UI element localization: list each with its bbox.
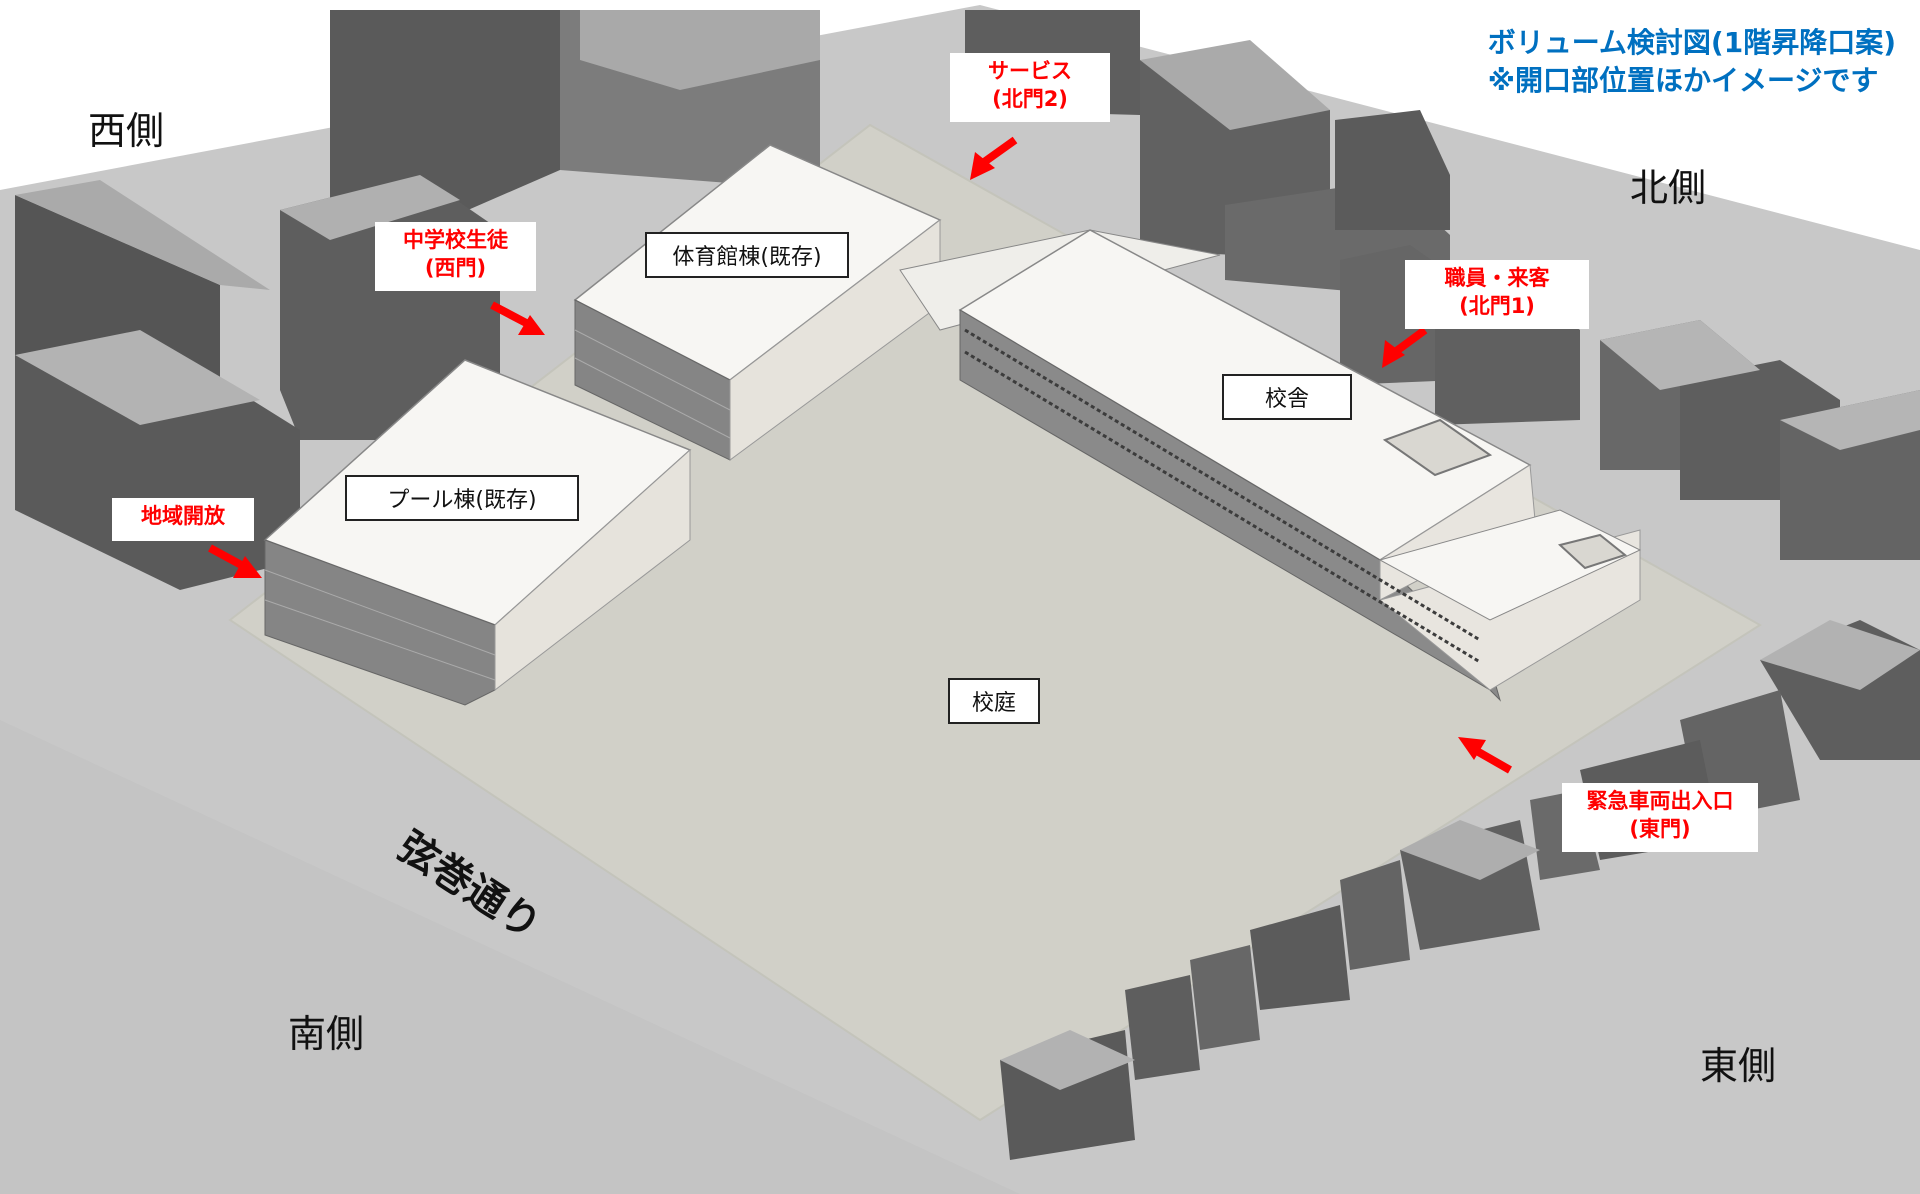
street-road [0,720,1020,1194]
gate-staff-line2: (北門1) [1459,294,1535,318]
gate-community-line1: 地域開放 [141,504,225,528]
arrow-emergency [1458,737,1512,774]
title-line-1: ボリューム検討図(1階昇降口案) [1487,26,1896,59]
diagram-title: ボリューム検討図(1階昇降口案) ※開口部位置ほかイメージです [1488,24,1896,100]
direction-west-label: 西側 [88,109,165,153]
gate-junior-high-label: 中学校生徒 (西門) [375,222,536,291]
pool-label: プール棟(既存) [345,475,579,521]
direction-east-label: 東側 [1700,1044,1777,1088]
gate-junior-high-line2: (西門) [424,256,487,280]
gate-emergency-label: 緊急車両出入口 (東門) [1562,783,1758,852]
arrow-service [970,136,1018,180]
direction-south-label: 南側 [288,1012,365,1056]
title-line-2: ※開口部位置ほかイメージです [1487,64,1879,97]
gym-label: 体育館棟(既存) [645,232,849,278]
gate-staff-line1: 職員・来客 [1444,266,1550,290]
gate-service-label: サービス (北門2) [950,53,1110,122]
entrance-arrows [208,136,1512,774]
school-label: 校舎 [1222,374,1352,420]
gate-community-label: 地域開放 [112,498,254,541]
courtyard-label: 校庭 [948,678,1040,724]
gate-emergency-line2: (東門) [1629,817,1691,841]
arrow-community [208,544,262,578]
gate-staff-label: 職員・来客 (北門1) [1405,260,1589,329]
gate-emergency-line1: 緊急車両出入口 [1586,789,1734,813]
gate-junior-high-line1: 中学校生徒 [403,228,508,252]
arrow-junior-high [490,301,545,335]
gate-service-line1: サービス [988,59,1072,83]
arrow-staff [1382,326,1428,368]
direction-north-label: 北側 [1630,166,1707,210]
gate-service-line2: (北門2) [992,87,1068,111]
